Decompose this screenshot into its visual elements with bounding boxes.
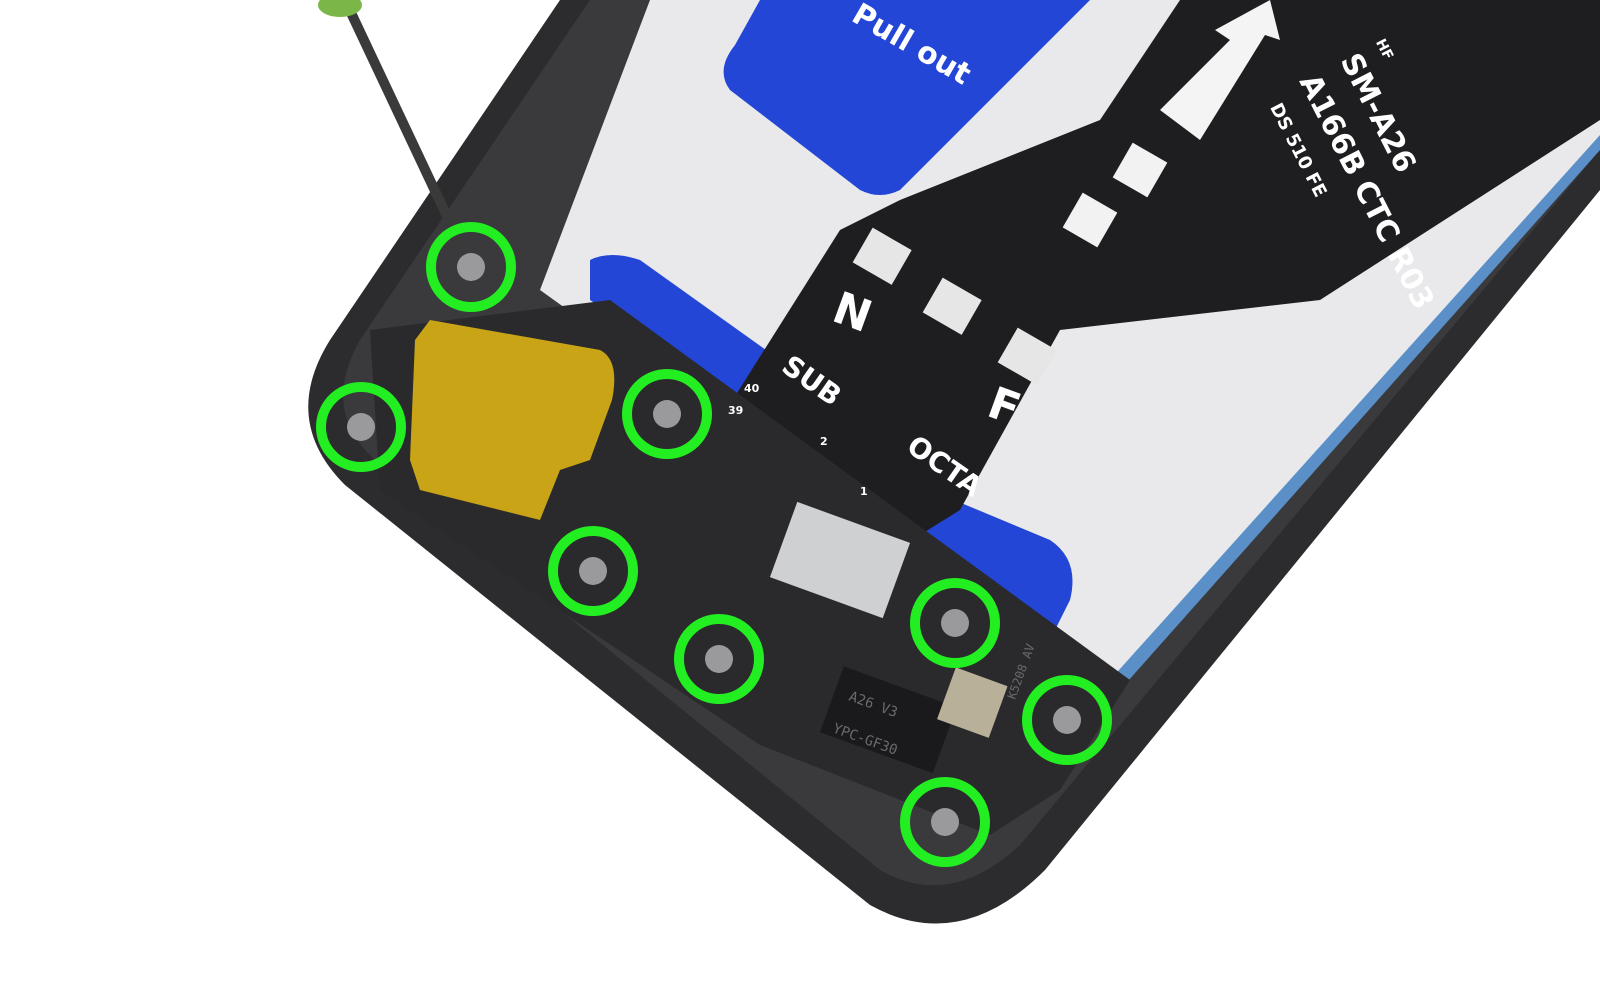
screwdriver [340, 0, 475, 270]
screw-head [457, 253, 485, 281]
speaker-label [819, 666, 957, 774]
screw-marker-circle [548, 526, 638, 616]
screw-marker-circle [674, 614, 764, 704]
battery-tape-right [900, 490, 1073, 640]
screw-head [941, 609, 969, 637]
pin-40: 40 [744, 382, 760, 395]
screw-head [653, 400, 681, 428]
pin-39: 39 [728, 404, 743, 417]
screw-head [1053, 706, 1081, 734]
battery-pull-tab [723, 0, 1090, 195]
flex-arrow [1160, 0, 1280, 140]
screw-marker-circle [316, 382, 406, 472]
pin-1: 1 [860, 485, 868, 498]
datamatrix-code [937, 667, 1008, 738]
screw-head [347, 413, 375, 441]
screw-marker-circle [426, 222, 516, 312]
metal-bracket [769, 501, 911, 619]
screw-marker-circle [622, 369, 712, 459]
screw-head [931, 808, 959, 836]
screw-marker-circle [900, 777, 990, 867]
screw-head [705, 645, 733, 673]
screw-marker-circle [910, 578, 1000, 668]
pin-2: 2 [820, 435, 828, 448]
flex-cable [720, 0, 1600, 560]
battery-edge-blue [1110, 135, 1600, 690]
screw-marker-circle [1022, 675, 1112, 765]
gold-contact-pad [410, 320, 615, 520]
screw-head [579, 557, 607, 585]
battery-tape-lower [590, 255, 780, 400]
screw-markers [316, 222, 1112, 867]
